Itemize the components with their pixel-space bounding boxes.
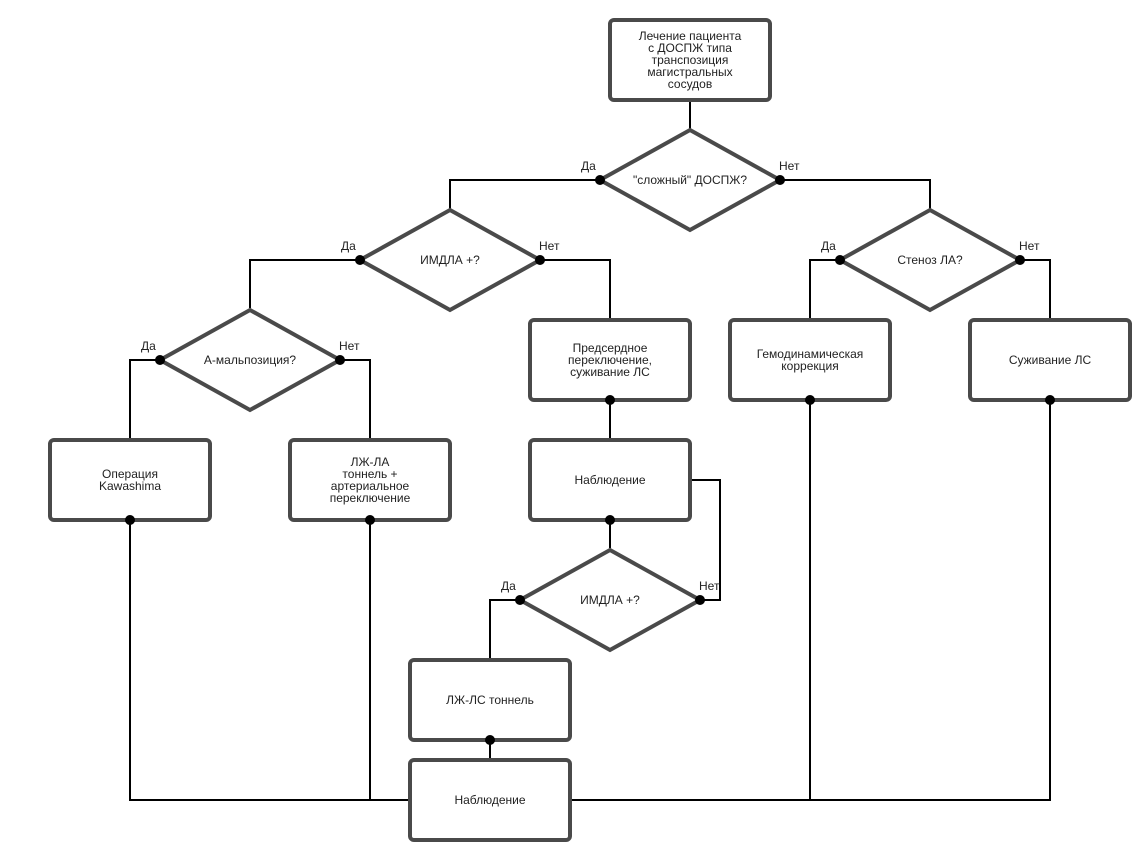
edge-label-complex-yes: Да xyxy=(581,159,596,173)
dot xyxy=(605,515,615,525)
edge-narrow-to-final xyxy=(810,400,1051,801)
node-q-stenosis xyxy=(835,207,1025,313)
dot xyxy=(805,395,815,405)
dot xyxy=(355,255,365,265)
edge-labels: Да Нет Да Нет Да Нет Да Нет Да Нет xyxy=(141,159,1040,593)
node-q-imdla1 xyxy=(355,207,545,313)
node-label-line: ЛЖ-ЛС тоннель xyxy=(446,693,534,707)
edge-label-imdla1-no: Нет xyxy=(539,239,560,253)
dot xyxy=(485,735,495,745)
node-label-line: А-мальпозиция? xyxy=(204,353,296,367)
node-start xyxy=(608,18,772,102)
node-label-line: магистральных xyxy=(647,65,732,79)
dot xyxy=(335,355,345,365)
edge-label-stenosis-yes: Да xyxy=(821,239,836,253)
node-label-line: Суживание ЛС xyxy=(1009,353,1092,367)
node-label-line: переключение, xyxy=(568,353,652,367)
node-observe-final-label: Наблюдение xyxy=(454,793,525,807)
node-observe-final xyxy=(408,758,572,842)
node-label-line: с ДОСПЖ типа xyxy=(648,41,732,55)
dot xyxy=(835,255,845,265)
node-label-line: коррекция xyxy=(781,359,838,373)
edge-imdla2-no-loop xyxy=(692,479,721,601)
node-label-line: суживание ЛС xyxy=(570,365,650,379)
edge-stenosis-yes xyxy=(809,259,840,318)
node-label-line: ИМДЛА +? xyxy=(580,593,640,607)
node-label-line: ЛЖ-ЛА xyxy=(351,455,390,469)
edge-complex-yes xyxy=(449,179,600,210)
dot xyxy=(1015,255,1025,265)
edge-label-amal-yes: Да xyxy=(141,339,156,353)
edge-label-imdla1-yes: Да xyxy=(341,239,356,253)
edge-kawashima-to-final xyxy=(129,520,408,801)
node-q-imdla2-label: ИМДЛА +? xyxy=(580,593,640,607)
edge-label-amal-no: Нет xyxy=(339,339,360,353)
node-q-imdla1-label: ИМДЛА +? xyxy=(420,253,480,267)
node-observe-mid-label: Наблюдение xyxy=(574,473,645,487)
edge-label-imdla2-no: Нет xyxy=(699,579,720,593)
node-label-line: Наблюдение xyxy=(454,793,525,807)
dot xyxy=(695,595,705,605)
edge-label-stenosis-no: Нет xyxy=(1019,239,1040,253)
node-label-line: переключение xyxy=(330,491,411,505)
node-narrow-pa-label: Суживание ЛС xyxy=(1009,353,1092,367)
node-label-line: Гемодинамическая xyxy=(757,347,864,361)
node-label-line: Стеноз ЛА? xyxy=(897,253,963,267)
dot xyxy=(515,595,525,605)
dot xyxy=(365,515,375,525)
node-q-amal xyxy=(155,307,345,413)
edge-imdla1-no xyxy=(540,259,611,318)
node-q-complex-label: "сложный" ДОСПЖ? xyxy=(633,173,747,187)
edge-stenosis-no xyxy=(1020,259,1051,318)
dot xyxy=(605,395,615,405)
node-q-amal-label: А-мальпозиция? xyxy=(204,353,296,367)
node-label-line: Kawashima xyxy=(99,479,161,493)
node-label-line: сосудов xyxy=(668,77,712,91)
edge-imdla2-yes xyxy=(489,599,520,658)
dot xyxy=(125,515,135,525)
edge-label-imdla2-yes: Да xyxy=(501,579,516,593)
dot xyxy=(595,175,605,185)
edge-complex-no xyxy=(780,179,931,210)
node-q-complex xyxy=(595,127,785,233)
edge-imdla1-yes xyxy=(249,259,360,308)
node-label-line: Предсердное xyxy=(573,341,648,355)
edge-label-complex-no: Нет xyxy=(779,159,800,173)
node-label-line: Лечение пациента xyxy=(639,29,742,43)
node-q-imdla2 xyxy=(515,547,705,653)
node-label-line: артериальное xyxy=(331,479,410,493)
edges xyxy=(129,100,1051,801)
node-lv-pa-tunnel2-label: ЛЖ-ЛС тоннель xyxy=(446,693,534,707)
connection-dots xyxy=(125,175,1055,745)
dot xyxy=(775,175,785,185)
node-label-line: Операция xyxy=(102,467,158,481)
node-label-line: "сложный" ДОСПЖ? xyxy=(633,173,747,187)
edge-amal-no xyxy=(340,359,371,440)
edge-amal-yes xyxy=(129,359,160,440)
dot xyxy=(155,355,165,365)
node-label-line: транспозиция xyxy=(652,53,729,67)
node-label-line: Наблюдение xyxy=(574,473,645,487)
node-label-line: тоннель + xyxy=(342,467,397,481)
node-label-line: ИМДЛА +? xyxy=(420,253,480,267)
dot xyxy=(535,255,545,265)
node-q-stenosis-label: Стеноз ЛА? xyxy=(897,253,963,267)
dot xyxy=(1045,395,1055,405)
